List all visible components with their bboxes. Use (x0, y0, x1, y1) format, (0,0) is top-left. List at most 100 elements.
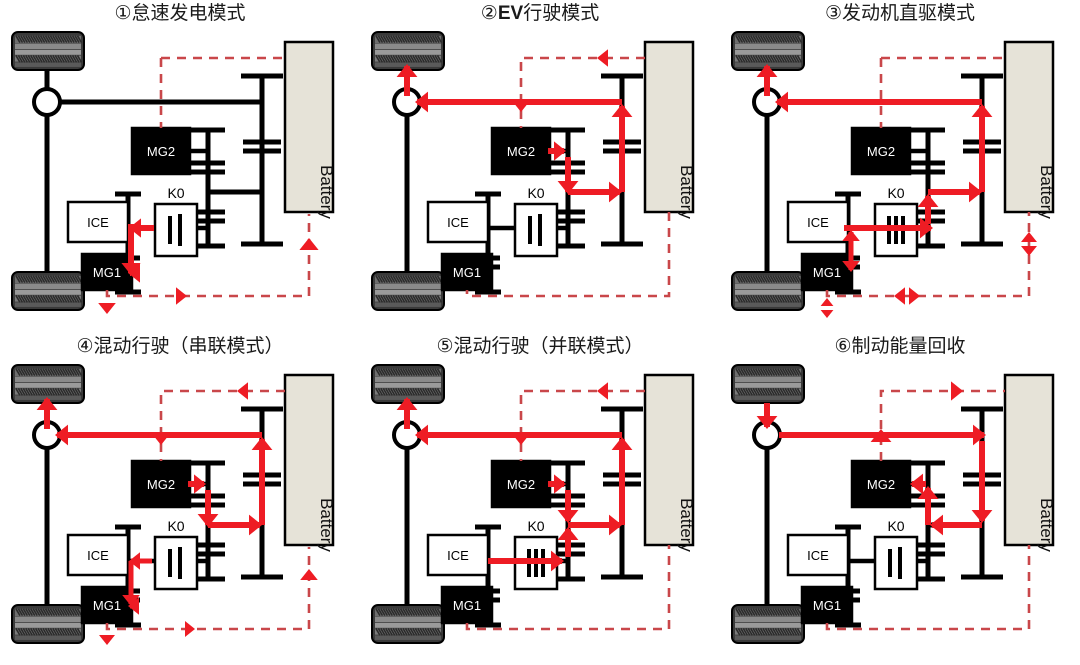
flow-mid-up (917, 486, 939, 525)
elec-arrow-into-battery (300, 569, 318, 580)
mg1-block-label: MG1 (813, 265, 841, 280)
clutch-k0-label: K0 (167, 185, 184, 201)
battery-label: Battery (1037, 165, 1056, 219)
flow-mg2-out (548, 141, 566, 161)
panel-2-title: ②EV行驶模式 (480, 2, 600, 24)
ice-block-label: ICE (87, 215, 109, 230)
wheel-rear (371, 604, 445, 644)
elec-battery-to-mg2 (519, 56, 645, 128)
flow-to-hub (775, 91, 982, 113)
flow-ice-through-k0 (488, 550, 564, 572)
flow-to-hub (415, 91, 622, 113)
elec-arrow-to-battery (951, 381, 963, 401)
clutch-k0 (513, 202, 559, 258)
flow-mid-to-right (568, 181, 622, 203)
flow-mid-down-upper (557, 490, 579, 523)
battery-block: Battery (643, 40, 696, 219)
battery-block: Battery (283, 40, 336, 219)
battery-label: Battery (317, 165, 336, 219)
ice-block-label: ICE (447, 548, 469, 563)
elec-arrow-mg1-out (98, 303, 116, 314)
wheel-front (371, 31, 445, 71)
clutch-k0-label: K0 (887, 518, 904, 534)
flow-right-up (611, 437, 633, 525)
mg1-block: MG1 (80, 585, 134, 625)
panel-4-title: ④混动行驶（串联模式） (76, 335, 284, 357)
ice-block-label: ICE (447, 215, 469, 230)
elec-arrow-into-mg2 (510, 432, 532, 445)
mg2-block: MG2 (490, 126, 552, 176)
panel-1-title: ①怠速发电模式 (114, 2, 246, 24)
elec-mg2-to-battery (879, 389, 1005, 461)
wheel-rear (731, 271, 805, 311)
ice-block: ICE (426, 200, 490, 244)
ice-block: ICE (786, 200, 850, 244)
battery-label: Battery (1037, 498, 1056, 552)
mg2-block: MG2 (130, 459, 192, 509)
elec-arrow-mg2-out (870, 429, 892, 442)
clutch-k0 (873, 535, 919, 591)
mg1-block-label: MG1 (453, 265, 481, 280)
flow-mid-down (557, 157, 579, 194)
mg2-block: MG2 (130, 126, 192, 176)
clutch-k0-label: K0 (887, 185, 904, 201)
mg2-block-label: MG2 (507, 144, 535, 159)
mg1-block-label: MG1 (453, 598, 481, 613)
elec-arrow-to-mg2-bus (237, 382, 248, 400)
battery-block: Battery (643, 373, 696, 552)
elec-mg1-to-battery (105, 214, 311, 298)
panel-5-title: ⑤混动行驶（并联模式） (436, 335, 644, 357)
flow-shaft-down (121, 224, 141, 275)
mg1-block: MG1 (440, 585, 494, 625)
panel-3-title: ③发动机直驱模式 (824, 2, 976, 24)
flow-mg2-out (548, 474, 566, 494)
elec-arrow-bus-bi (894, 287, 920, 305)
flow-ice-through-k0 (844, 217, 933, 239)
mg2-block: MG2 (850, 459, 912, 509)
wheel-rear (731, 604, 805, 644)
wheel-front (11, 364, 85, 404)
battery-label: Battery (677, 498, 696, 552)
elec-arrow-mg1-bi (820, 298, 834, 318)
wheel-front (371, 364, 445, 404)
flow-mid-to-right (208, 514, 262, 536)
battery-label: Battery (317, 498, 336, 552)
wheel-front (11, 31, 85, 71)
flow-axle-to-wheel (396, 64, 418, 96)
mg2-block: MG2 (490, 459, 552, 509)
panel-6-title: ⑥制动能量回收 (834, 335, 966, 357)
elec-arrow-to-mg2-bus (597, 382, 608, 400)
mg1-block-label: MG1 (93, 598, 121, 613)
mg2-block-label: MG2 (867, 477, 895, 492)
elec-arrow-mg1-out (99, 635, 115, 645)
flow-shaft-to-mg1 (128, 597, 139, 615)
flow-right-to-mid (930, 514, 982, 536)
ice-block-label: ICE (807, 215, 829, 230)
mg1-block: MG1 (440, 252, 494, 292)
differential-hub (32, 87, 62, 117)
ice-block: ICE (426, 533, 490, 577)
wheel-rear (11, 604, 85, 644)
flow-shaft-to-mg1 (128, 263, 140, 283)
flow-ice-to-shaft (129, 552, 152, 570)
elec-mg1-to-battery (105, 547, 311, 631)
battery-block: Battery (283, 373, 336, 552)
mg2-block-label: MG2 (867, 144, 895, 159)
elec-arrow-to-mg2-bus (597, 49, 608, 67)
elec-battery-to-mg2 (159, 389, 285, 461)
elec-arrow-battery-bi (1021, 232, 1037, 256)
elec-battery-to-mg2 (519, 389, 645, 461)
elec-lower-loop (465, 545, 671, 631)
flow-mid-up (917, 194, 939, 224)
elec-arrow-into-battery (299, 238, 319, 250)
mg1-block: MG1 (80, 252, 134, 292)
